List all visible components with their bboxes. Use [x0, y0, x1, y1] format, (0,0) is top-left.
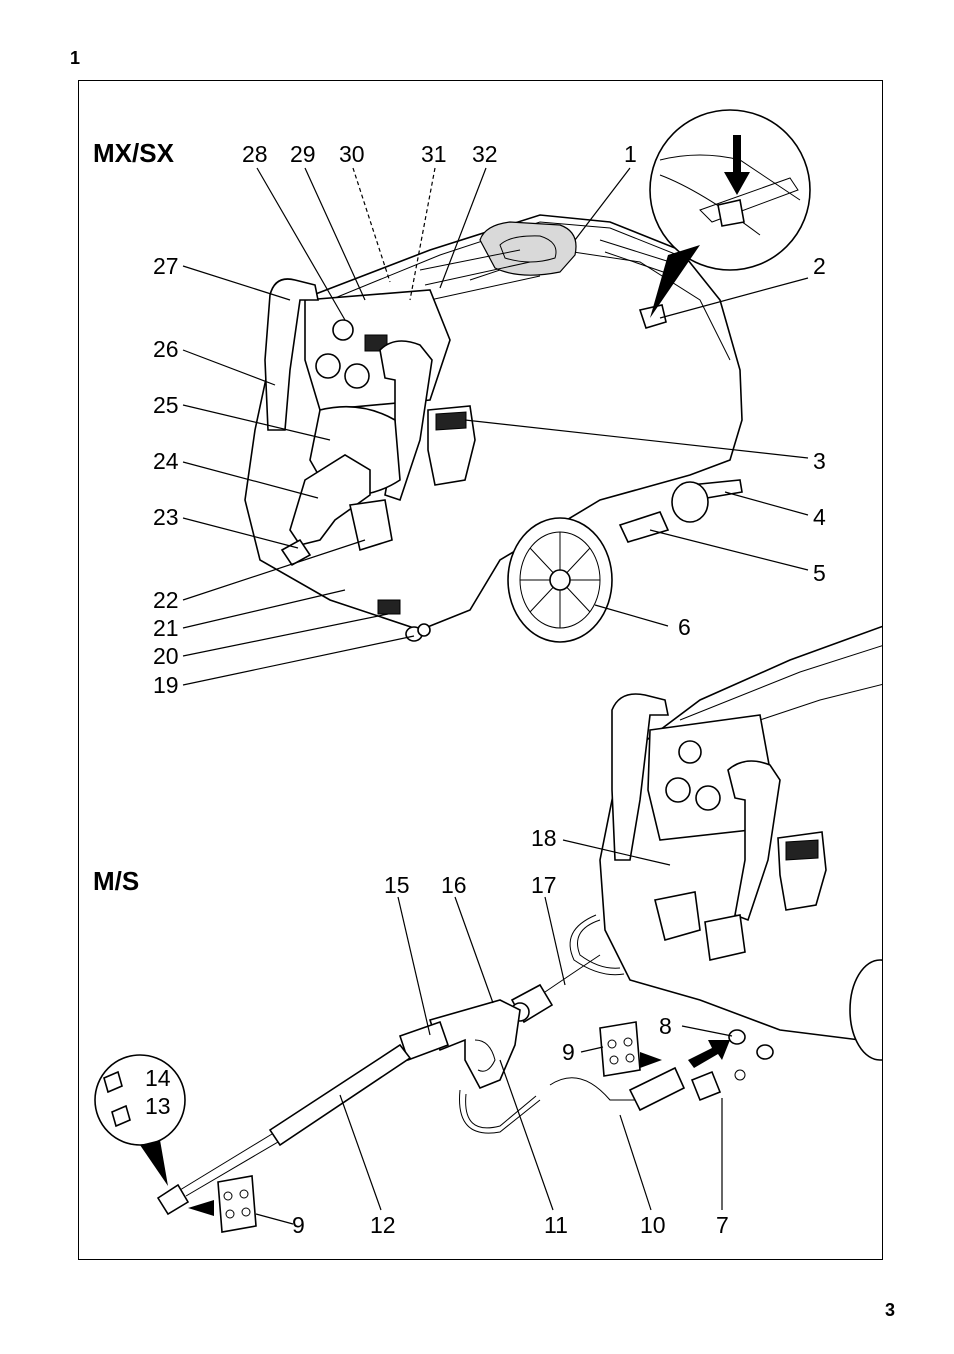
callout-4: 4: [813, 504, 826, 530]
figure-number: 1: [70, 48, 81, 68]
callout-9-bottom: 9: [292, 1212, 305, 1238]
callout-27: 27: [153, 253, 179, 279]
callout-18: 18: [531, 825, 557, 851]
callout-23: 23: [153, 504, 179, 530]
callout-17: 17: [531, 872, 557, 898]
callout-19: 19: [153, 672, 179, 698]
callout-15: 15: [384, 872, 410, 898]
accessories-illustration: [94, 954, 746, 1233]
callout-30: 30: [339, 141, 365, 167]
callouts-bottom: 18 15 16 17 8 9 14 13 9 12 11 10 7: [145, 825, 729, 1238]
callout-31: 31: [421, 141, 447, 167]
callout-2: 2: [813, 253, 826, 279]
model-label-m-s: M/S: [93, 866, 140, 896]
figure-frame: [78, 80, 883, 1260]
callout-13: 13: [145, 1093, 171, 1119]
callout-25: 25: [153, 392, 179, 418]
callout-11: 11: [544, 1212, 568, 1238]
callout-22: 22: [153, 587, 179, 613]
callout-6: 6: [678, 614, 691, 640]
callout-16: 16: [441, 872, 467, 898]
model-label-mx-sx: MX/SX: [93, 138, 174, 168]
callout-1: 1: [624, 141, 637, 167]
callout-3: 3: [813, 448, 826, 474]
callout-28: 28: [242, 141, 268, 167]
callout-8: 8: [659, 1013, 672, 1039]
callouts-top: 28 29 30 31 32 1 2 27 26 25 24 23 22 21 …: [153, 141, 826, 698]
page-number: 3: [885, 1300, 896, 1320]
callout-29: 29: [290, 141, 316, 167]
machine-mx-sx-illustration: [244, 214, 743, 643]
callout-9-middle: 9: [562, 1039, 575, 1065]
inset-detail-valve: [649, 109, 811, 318]
callout-14: 14: [145, 1065, 171, 1091]
callout-12: 12: [370, 1212, 396, 1238]
callout-20: 20: [153, 643, 179, 669]
leader-lines: [182, 167, 809, 1225]
callout-21: 21: [153, 615, 179, 641]
callout-10: 10: [640, 1212, 666, 1238]
callout-5: 5: [813, 560, 826, 586]
machine-m-s-illustration: [569, 625, 882, 1061]
callout-7: 7: [716, 1212, 729, 1238]
callout-24: 24: [153, 448, 179, 474]
callout-26: 26: [153, 336, 179, 362]
callout-32: 32: [472, 141, 498, 167]
